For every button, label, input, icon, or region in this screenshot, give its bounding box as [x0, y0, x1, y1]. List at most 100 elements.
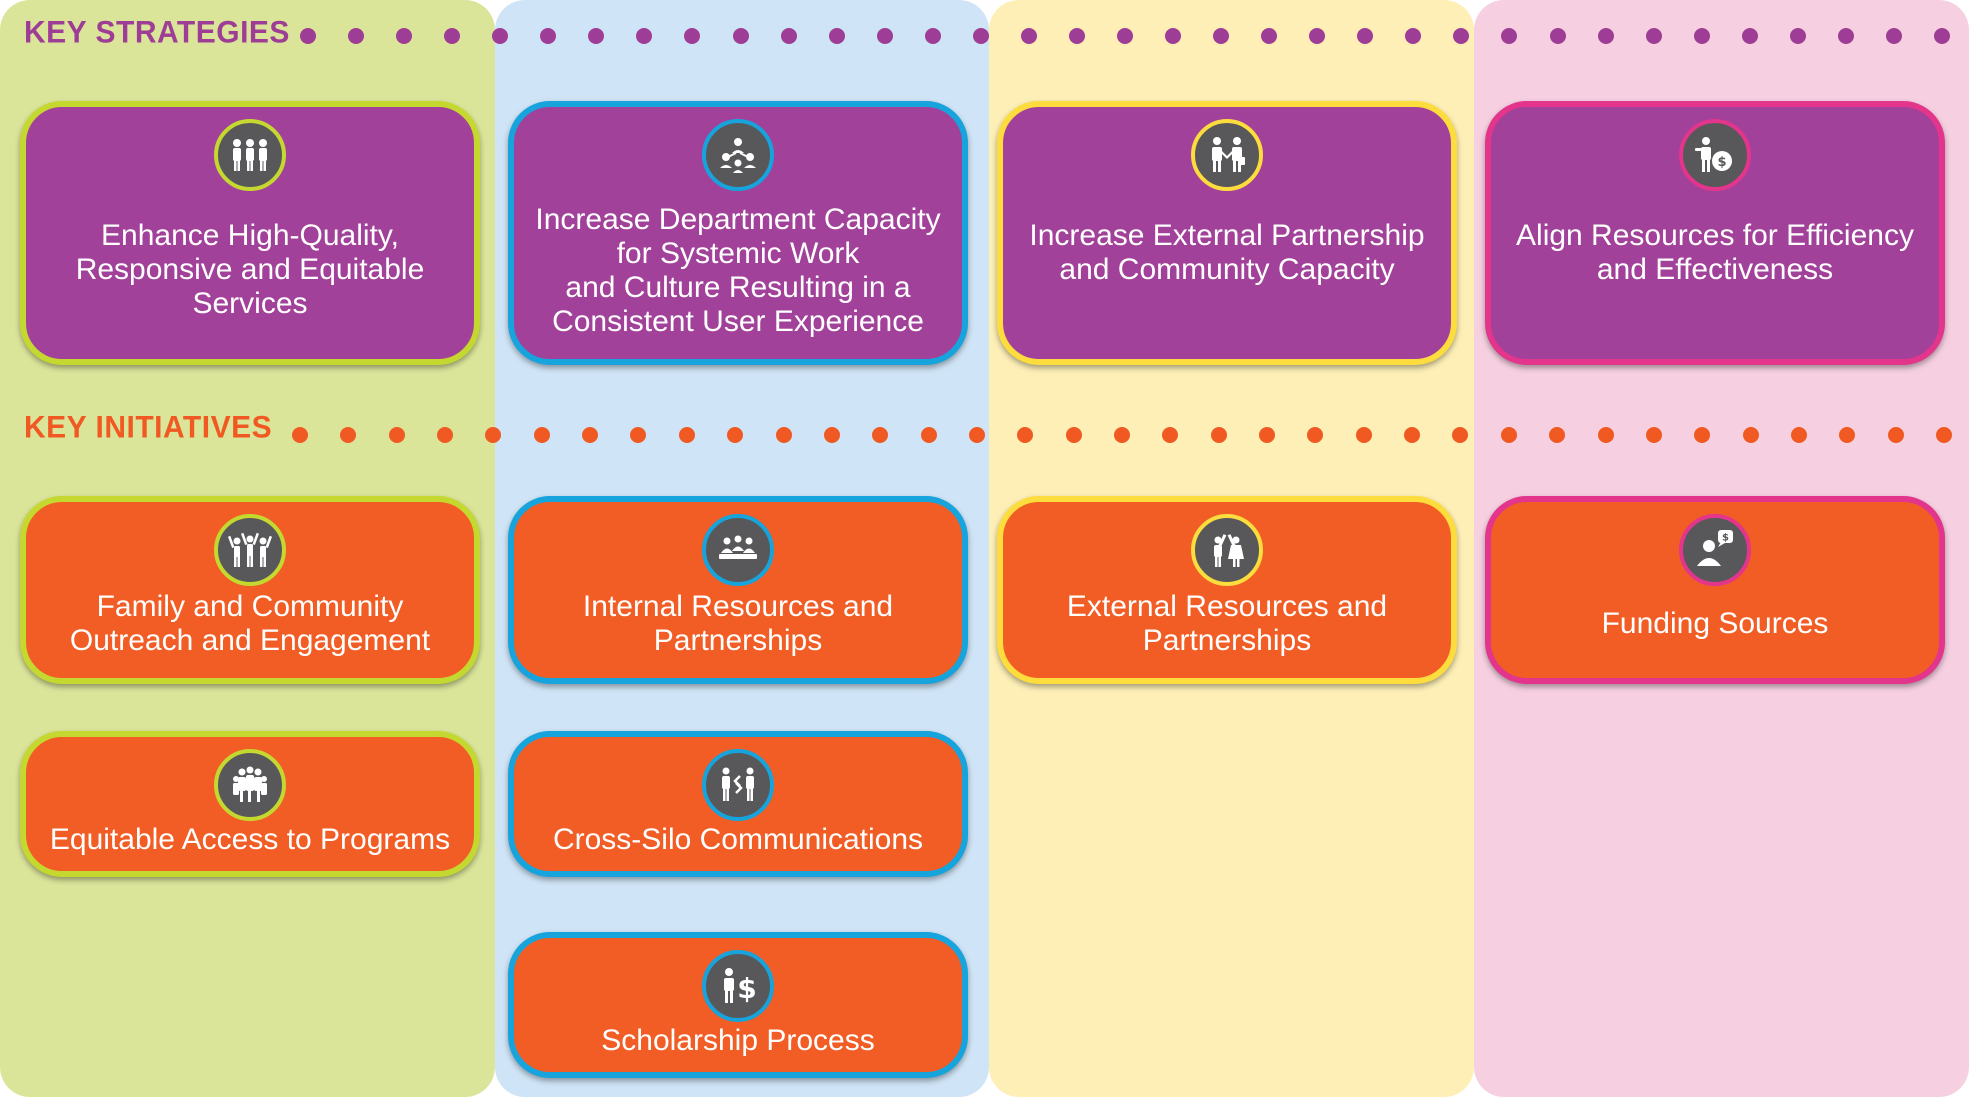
- decorative-dot: [1500, 427, 1517, 443]
- decorative-dot: [1068, 28, 1085, 44]
- key-initiatives-heading: KEY INITIATIVES: [24, 410, 273, 445]
- decorative-dot: [1165, 28, 1182, 44]
- decorative-dot: [972, 28, 989, 44]
- initiative-card-internal-resources[interactable]: Internal Resources and Partnerships: [508, 496, 968, 684]
- decorative-dot: [1213, 28, 1230, 44]
- decorative-dot: [1307, 427, 1324, 443]
- decorative-dot: [540, 28, 557, 44]
- decorative-dot: [1645, 28, 1662, 44]
- decorative-dot: [1790, 427, 1807, 443]
- person-speech-money-icon: $: [1679, 514, 1751, 586]
- decorative-dot: [1597, 28, 1614, 44]
- strategy-card-external-partnership[interactable]: Increase External Partnership and Commun…: [997, 101, 1457, 365]
- people-group-icon: [214, 119, 286, 191]
- decorative-dot: [924, 28, 941, 44]
- decorative-dot: [1597, 427, 1614, 443]
- decorative-dot: [1645, 427, 1662, 443]
- strategy-card-align-resources[interactable]: $ Align Resources for Efficiency and Eff…: [1485, 101, 1945, 365]
- decorative-dot: [775, 427, 792, 443]
- strategy-label: Align Resources for Efficiency and Effec…: [1516, 219, 1914, 286]
- initiative-card-equitable-access[interactable]: Equitable Access to Programs: [20, 731, 480, 877]
- decorative-dot: [588, 28, 605, 44]
- svg-text:$: $: [1717, 155, 1726, 170]
- decorative-dot: [1887, 427, 1904, 443]
- initiative-card-funding-sources[interactable]: $ Funding Sources: [1485, 496, 1945, 684]
- key-strategies-heading: KEY STRATEGIES: [24, 15, 290, 50]
- decorative-dot: [727, 427, 744, 443]
- decorative-dot: [1261, 28, 1278, 44]
- decorative-dot: [630, 427, 647, 443]
- decorative-dot: [1404, 427, 1421, 443]
- decorative-dot: [444, 28, 461, 44]
- svg-text:$: $: [1722, 533, 1729, 544]
- decorative-dot: [1017, 427, 1034, 443]
- decorative-dot: [582, 427, 599, 443]
- decorative-dot: [1694, 427, 1711, 443]
- decorative-dot: [1837, 28, 1854, 44]
- decorative-dot: [1405, 28, 1422, 44]
- decorative-dot: [1357, 28, 1374, 44]
- strategy-card-department-capacity[interactable]: Increase Department Capacity for Systemi…: [508, 101, 968, 365]
- decorative-dot: [492, 28, 509, 44]
- decorative-dot: [1742, 427, 1759, 443]
- decorative-dot: [732, 28, 749, 44]
- decorative-dot: [348, 28, 365, 44]
- decorative-dot: [1693, 28, 1710, 44]
- decorative-dot: [920, 427, 937, 443]
- decorative-dot: [1549, 427, 1566, 443]
- initiatives-dotted-line: [292, 427, 1952, 443]
- decorative-dot: [876, 28, 893, 44]
- initiative-label: Funding Sources: [1601, 607, 1829, 640]
- decorative-dot: [1020, 28, 1037, 44]
- decorative-dot: [1065, 427, 1082, 443]
- decorative-dot: [1259, 427, 1276, 443]
- decorative-dot: [1549, 28, 1566, 44]
- initiative-card-scholarship[interactable]: $ Scholarship Process: [508, 932, 968, 1078]
- strategies-dotted-line: [300, 28, 1950, 44]
- decorative-dot: [388, 427, 405, 443]
- strategy-card-services[interactable]: Enhance High-Quality, Responsive and Equ…: [20, 101, 480, 365]
- decorative-dot: [1885, 28, 1902, 44]
- initiative-label: External Resources and Partnerships: [1066, 590, 1388, 657]
- crowd-icon: [214, 749, 286, 821]
- initiative-label: Cross-Silo Communications: [552, 823, 924, 856]
- decorative-dot: [1741, 28, 1758, 44]
- decorative-dot: [292, 427, 308, 443]
- community-cheer-icon: [214, 514, 286, 586]
- decorative-dot: [1936, 427, 1952, 443]
- person-money-icon: $: [1679, 119, 1751, 191]
- decorative-dot: [1452, 427, 1469, 443]
- initiative-label: Equitable Access to Programs: [49, 823, 451, 856]
- decorative-dot: [1114, 427, 1130, 443]
- initiative-card-external-resources[interactable]: External Resources and Partnerships: [997, 496, 1457, 684]
- decorative-dot: [533, 427, 550, 443]
- decorative-dot: [1934, 28, 1950, 44]
- strategy-label: Increase External Partnership and Commun…: [1029, 219, 1425, 286]
- decorative-dot: [1309, 28, 1326, 44]
- person-dollar-icon: $: [702, 950, 774, 1022]
- strategy-label: Enhance High-Quality, Responsive and Equ…: [75, 219, 425, 320]
- decorative-dot: [1162, 427, 1179, 443]
- decorative-dot: [1210, 427, 1227, 443]
- decorative-dot: [1789, 28, 1806, 44]
- decorative-dot: [1355, 427, 1372, 443]
- decorative-dot: [1501, 28, 1518, 44]
- decorative-dot: [678, 427, 695, 443]
- decorative-dot: [1453, 28, 1470, 44]
- decorative-dot: [1117, 28, 1133, 44]
- initiative-label: Family and Community Outreach and Engage…: [69, 590, 431, 657]
- initiative-card-family-outreach[interactable]: Family and Community Outreach and Engage…: [20, 496, 480, 684]
- decorative-dot: [485, 427, 502, 443]
- initiative-card-cross-silo[interactable]: Cross-Silo Communications: [508, 731, 968, 877]
- high-five-icon: [1191, 514, 1263, 586]
- initiative-label: Internal Resources and Partnerships: [582, 590, 894, 657]
- decorative-dot: [396, 28, 413, 44]
- decorative-dot: [340, 427, 357, 443]
- decorative-dot: [636, 28, 653, 44]
- decorative-dot: [828, 28, 845, 44]
- strategy-label: Increase Department Capacity for Systemi…: [535, 203, 941, 338]
- decorative-dot: [872, 427, 889, 443]
- handshake-icon: [1191, 119, 1263, 191]
- meeting-table-icon: [702, 514, 774, 586]
- decorative-dot: [300, 28, 316, 44]
